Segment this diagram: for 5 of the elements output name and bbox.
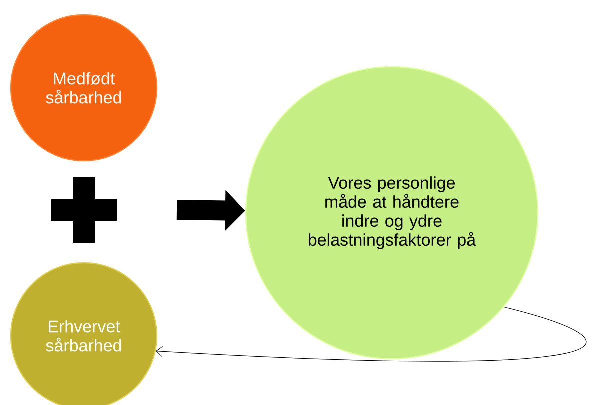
circle-node: Vores personlige måde at håndtere indre og ydre belastningsfaktorer på	[245, 66, 539, 360]
circle-node: Erhvervet sårbarhed	[10, 262, 158, 405]
circle-node: Medfødt sårbarhed	[10, 14, 158, 162]
arrow	[156, 306, 587, 362]
plus-sign	[51, 177, 117, 243]
